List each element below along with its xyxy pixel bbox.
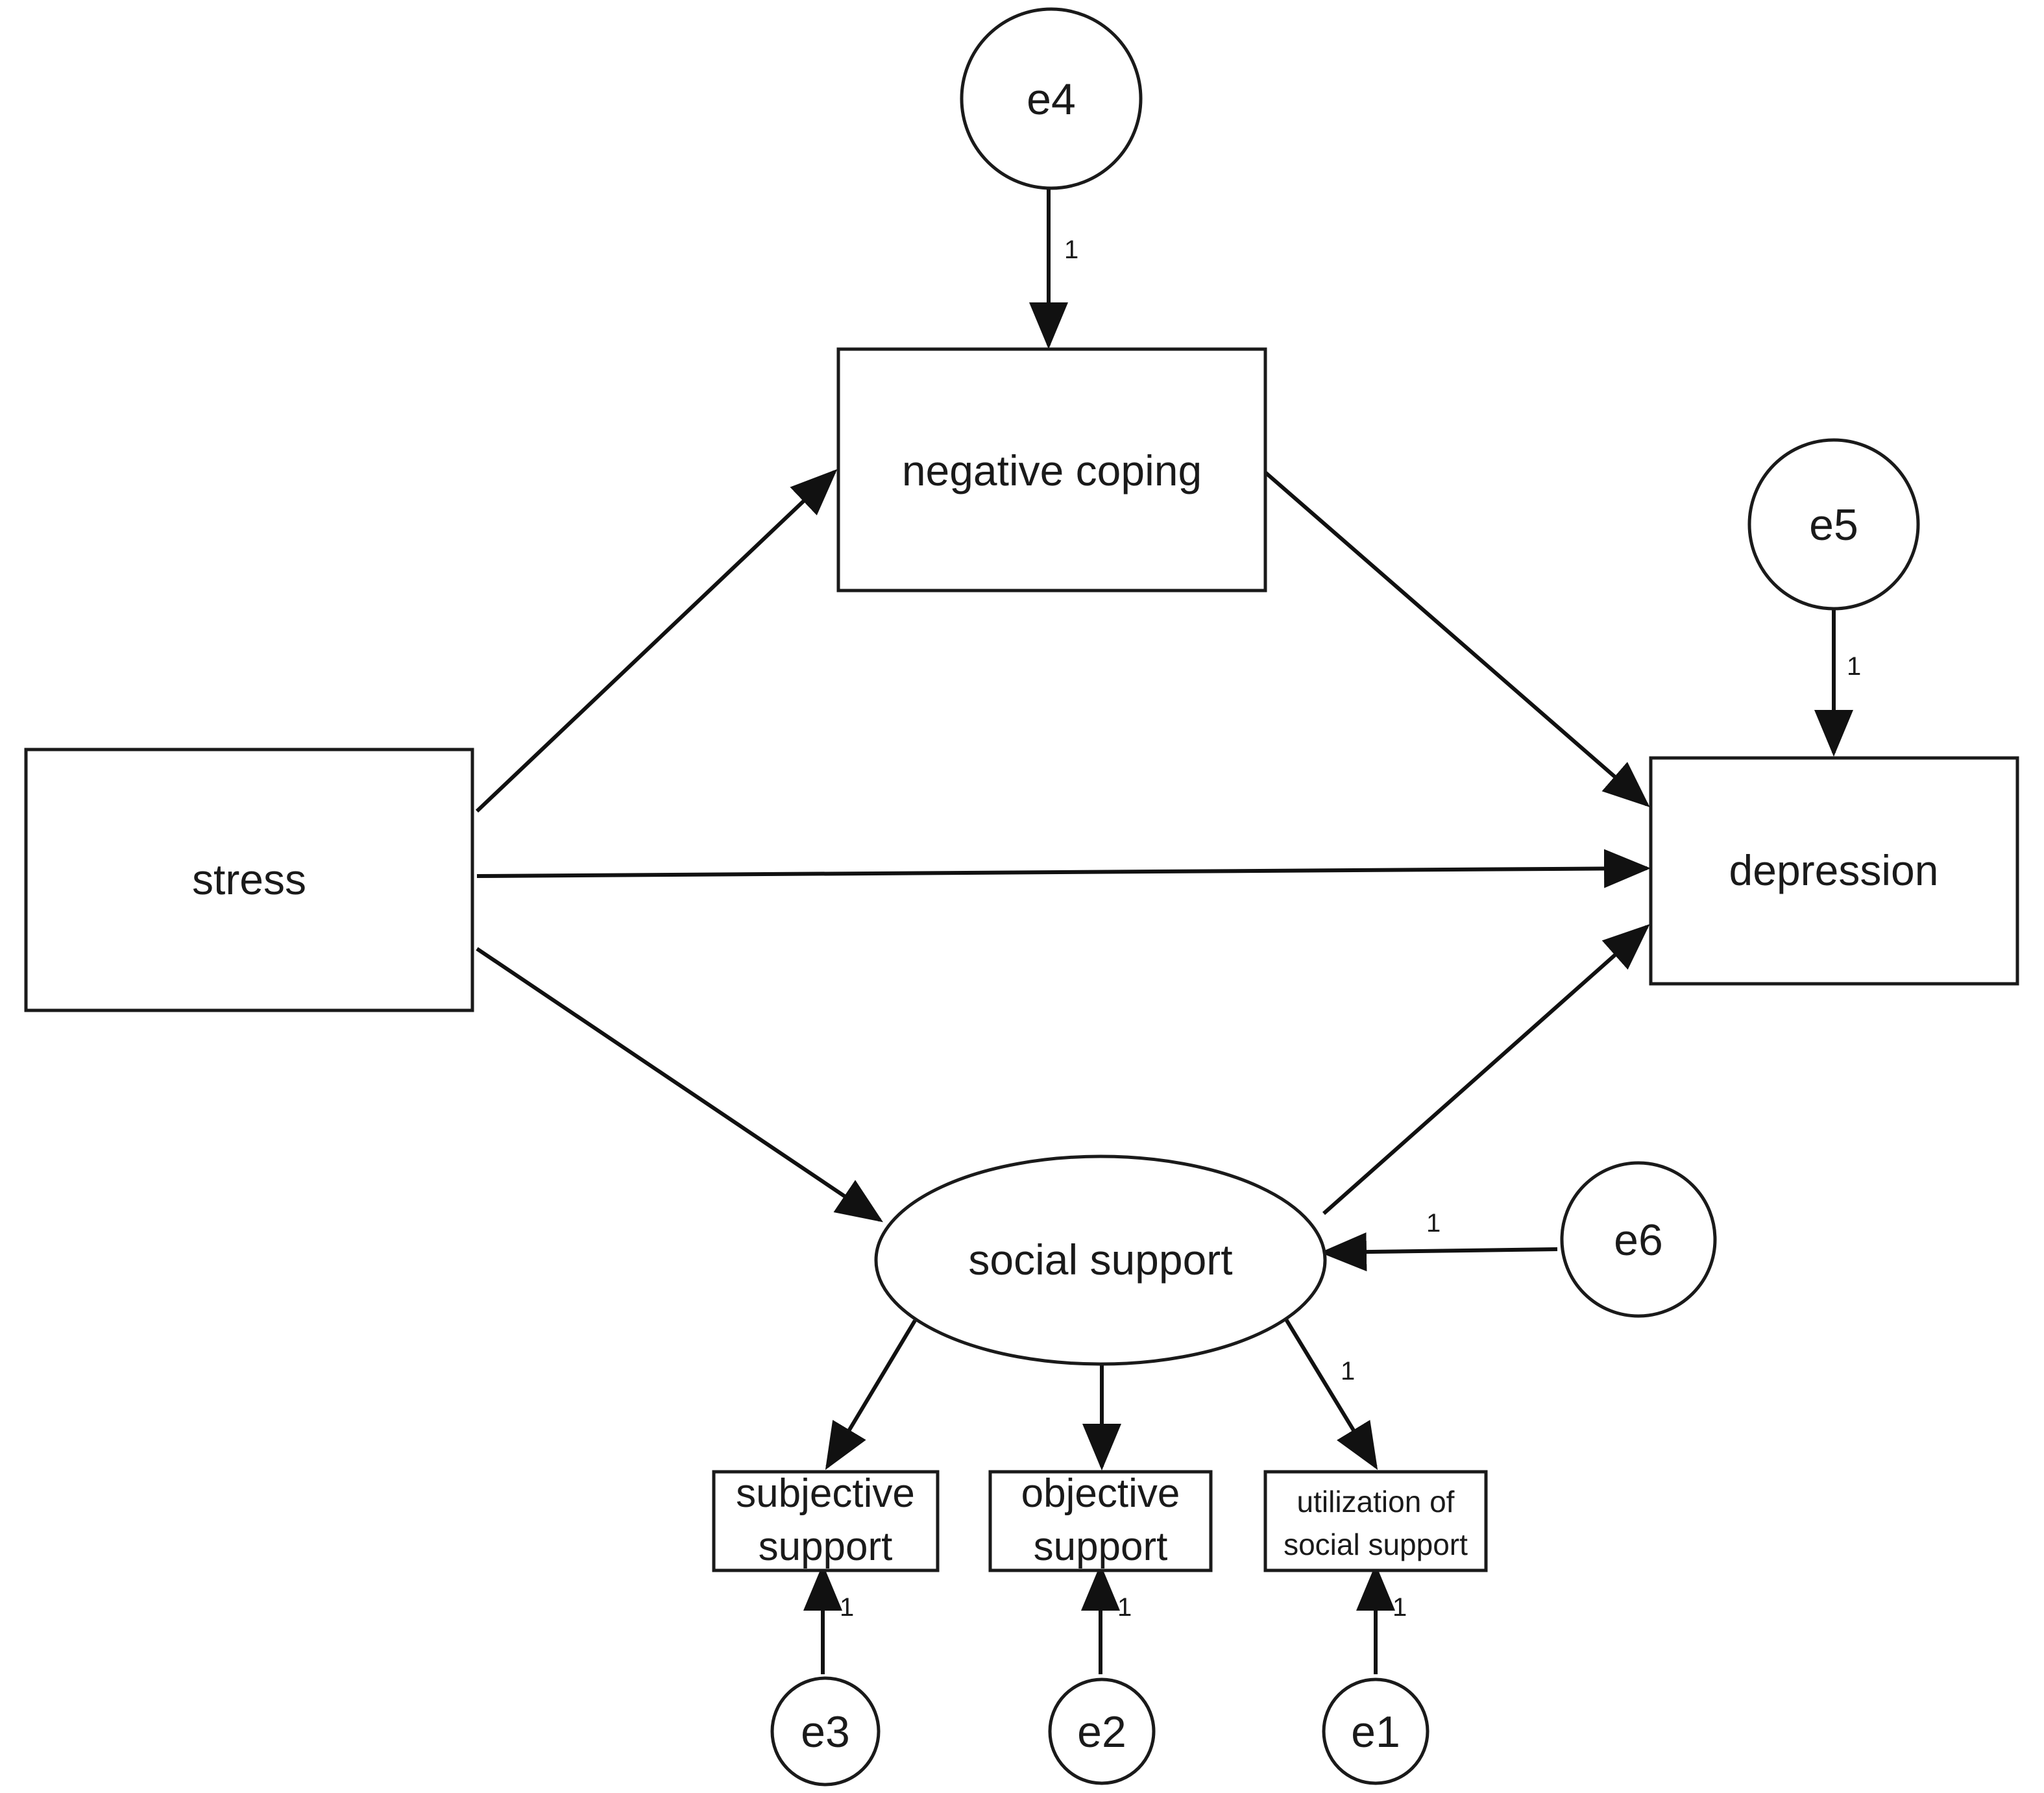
error-e6: e6 [1560,1161,1717,1318]
path-label-e6: 1 [1426,1209,1441,1238]
error-e3-label: e3 [801,1707,850,1757]
error-e1: e1 [1322,1677,1430,1785]
error-e5: e5 [1747,438,1920,611]
path-stress-to-depression [476,849,1651,888]
path-label-e3: 1 [840,1593,854,1622]
node-depression-label: depression [1729,846,1939,894]
error-e4-label: e4 [1027,75,1076,124]
error-e6-label: e6 [1614,1215,1663,1265]
node-social-support: social support [874,1154,1327,1366]
path-social-support-to-subjective [825,1319,917,1470]
error-e1-label: e1 [1351,1707,1400,1757]
node-subjective-support-label-line2: support [759,1524,893,1569]
node-stress-label: stress [192,855,306,903]
node-social-support-label: social support [968,1236,1232,1284]
path-social-support-to-depression [1322,924,1650,1215]
path-label-utilization: 1 [1341,1357,1355,1385]
node-utilization-support: utilization of social support [1263,1470,1488,1572]
error-e3: e3 [770,1676,881,1787]
node-utilization-support-label-line1: utilization of [1297,1485,1455,1519]
path-e6-to-social-support [1320,1232,1558,1272]
node-stress: stress [24,748,474,1012]
node-objective-support: objective support [988,1470,1213,1572]
node-objective-support-label-line2: support [1034,1524,1168,1569]
path-stress-to-social-support [476,947,883,1223]
path-negative-coping-to-depression [1264,470,1650,807]
path-social-support-to-utilization [1283,1316,1378,1470]
path-label-e2: 1 [1117,1593,1132,1622]
path-stress-to-negative-coping [475,469,838,813]
path-label-e5: 1 [1847,652,1861,681]
error-e5-label: e5 [1809,500,1858,550]
path-label-e1: 1 [1393,1593,1407,1622]
node-subjective-support-label-line1: subjective [736,1471,915,1516]
node-negative-coping: negative coping [836,347,1267,592]
node-subjective-support: subjective support [712,1470,940,1572]
node-utilization-support-label-line2: social support [1284,1528,1468,1561]
node-negative-coping-label: negative coping [902,446,1202,494]
node-depression: depression [1649,756,2019,986]
error-e2-label: e2 [1077,1707,1126,1757]
node-objective-support-label-line1: objective [1021,1471,1180,1516]
error-e2: e2 [1048,1677,1156,1785]
path-label-e4: 1 [1064,236,1078,264]
error-e4: e4 [960,7,1143,190]
